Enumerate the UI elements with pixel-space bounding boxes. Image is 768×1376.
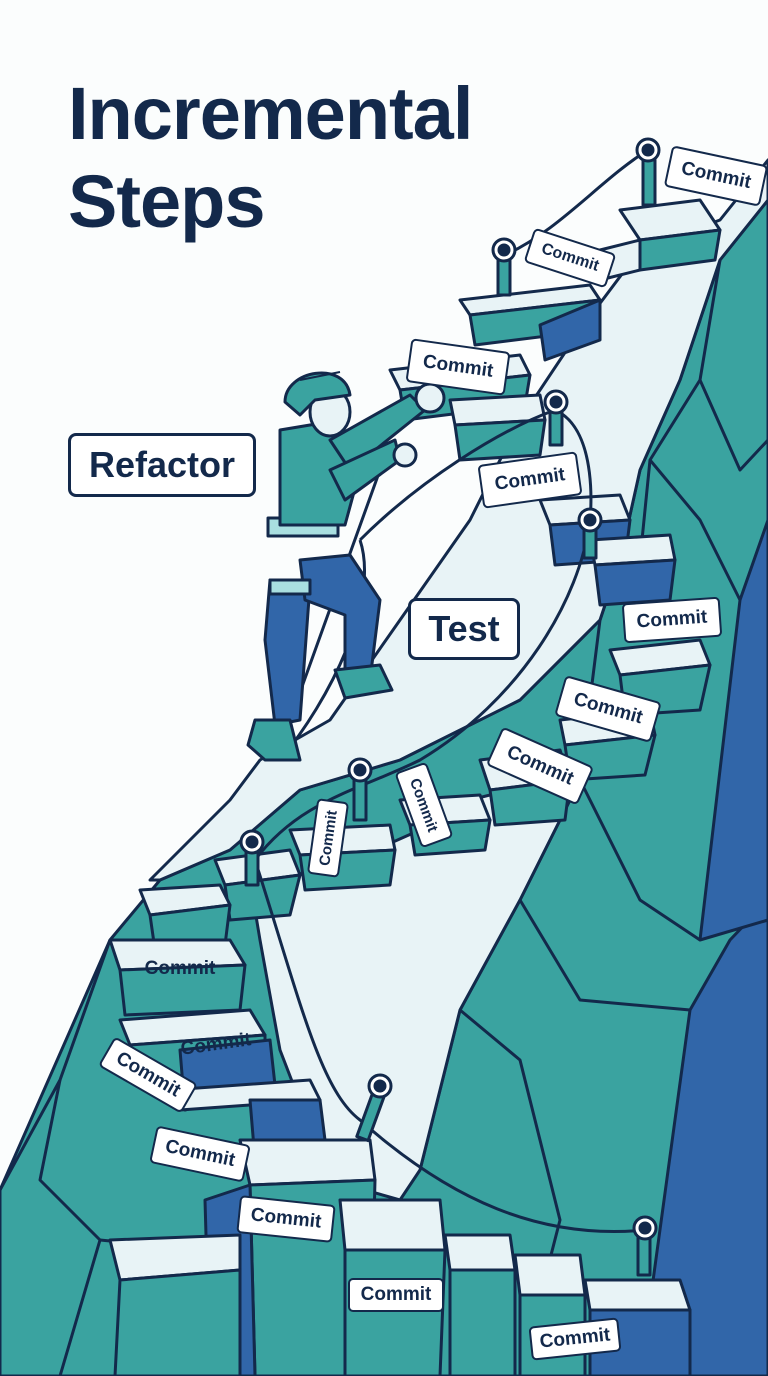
commit-tag: Commit [621,596,723,644]
title-line-1: Incremental [68,72,473,155]
commit-tag: Commit [144,958,216,979]
cliff-shadow-upper [698,518,768,942]
anchor-icon [355,1073,393,1143]
refactor-label: Refactor [68,433,256,497]
anchor-icon [543,389,569,447]
anchor-icon [632,1215,658,1277]
anchor-icon [635,137,661,207]
anchor-icon [491,237,517,297]
anchor-icon [239,829,265,887]
anchor-icon [347,757,373,822]
page-title: Incremental Steps [68,70,473,246]
commit-tag: Commit [348,1278,444,1312]
climber [246,371,446,762]
test-label: Test [408,598,520,660]
title-line-2: Steps [68,160,266,243]
anchor-bolts [239,137,661,1277]
anchor-icon [577,507,603,560]
